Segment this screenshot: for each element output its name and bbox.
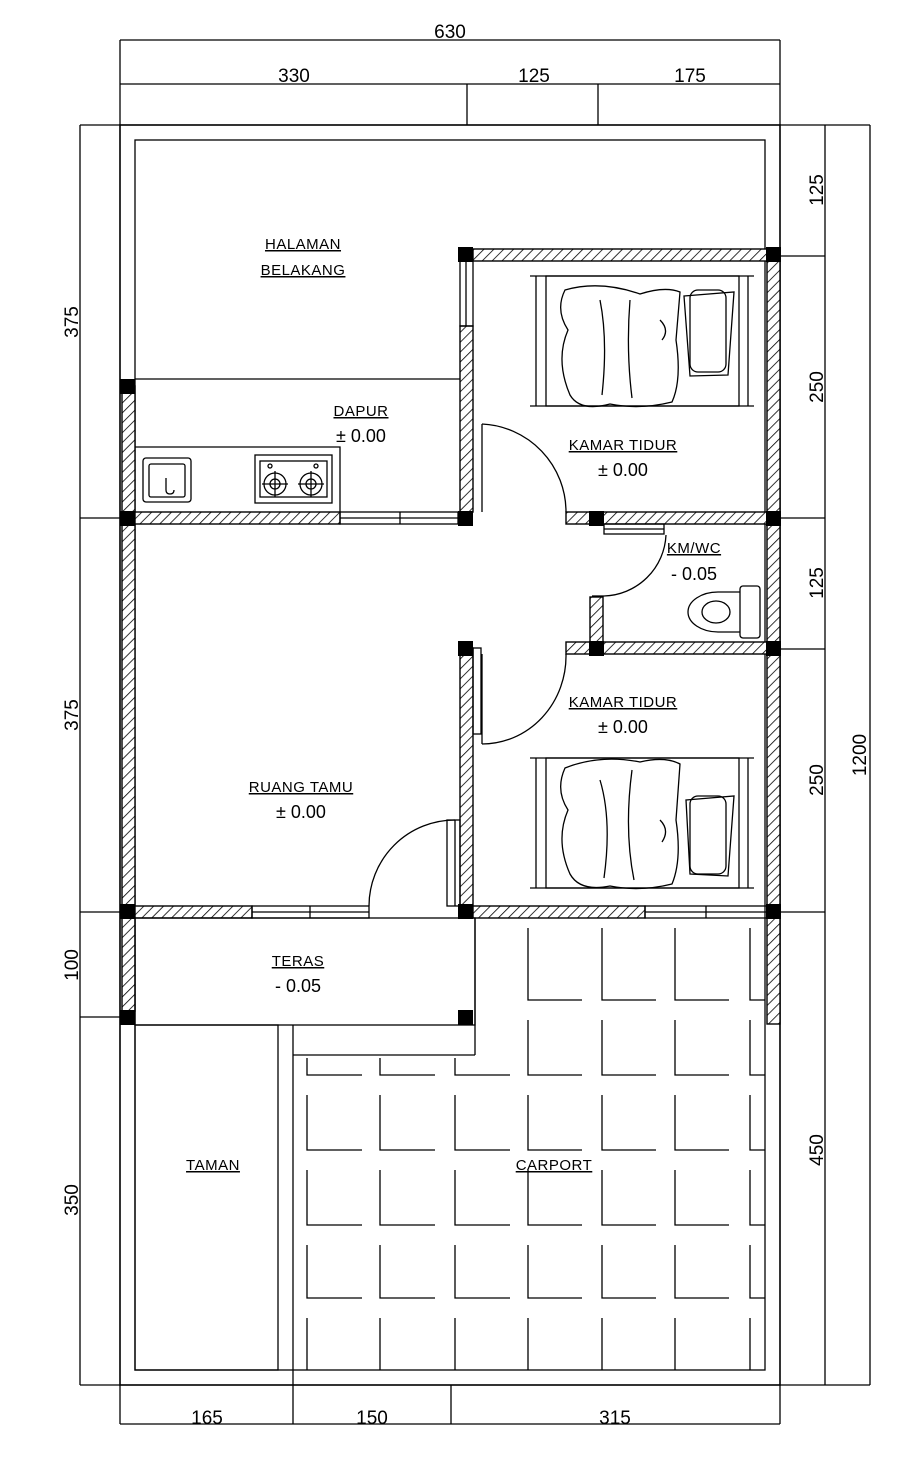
- site-boundary: [119, 124, 781, 1386]
- bed-icon: [530, 275, 754, 408]
- elev-kamar-tidur-1: ± 0.00: [598, 460, 648, 480]
- dim-top-1: 330: [278, 66, 310, 87]
- dim-right-total: 1200: [850, 734, 871, 776]
- dim-bottom-3: 315: [599, 1408, 631, 1429]
- elev-ruang-tamu: ± 0.00: [276, 802, 326, 822]
- elev-kmwc: - 0.05: [671, 564, 717, 584]
- garden-area: [134, 1024, 279, 1371]
- dim-left-4: 350: [62, 1184, 83, 1216]
- dim-bottom-1: 165: [191, 1408, 223, 1429]
- dim-bottom-2: 150: [356, 1408, 388, 1429]
- dim-right-1: 125: [807, 174, 828, 206]
- label-taman: TAMAN: [186, 1157, 240, 1174]
- dim-right-3: 125: [807, 567, 828, 599]
- label-ruang-tamu: RUANG TAMU: [249, 779, 353, 796]
- doors: [368, 423, 667, 907]
- label-kamar-tidur-2: KAMAR TIDUR: [569, 694, 678, 711]
- label-carport: CARPORT: [516, 1157, 593, 1174]
- dim-right-5: 450: [807, 1134, 828, 1166]
- label-belakang: BELAKANG: [261, 262, 346, 279]
- dim-left-3: 100: [62, 949, 83, 981]
- elev-dapur: ± 0.00: [336, 426, 386, 446]
- walls: [121, 248, 781, 1026]
- dim-left-2: 375: [62, 699, 83, 731]
- toilet-icon: [687, 585, 761, 639]
- label-kmwc: KM/WC: [667, 540, 721, 557]
- structural-columns: [120, 247, 781, 1025]
- dimension-labels: 630 330 125 175 165 150 315 375 375 100 …: [62, 22, 871, 1429]
- label-dapur: DAPUR: [333, 403, 388, 420]
- sink-icon: [142, 457, 192, 503]
- dim-top-3: 175: [674, 66, 706, 87]
- room-labels: HALAMAN BELAKANG DAPUR ± 0.00 KAMAR TIDU…: [186, 236, 721, 1174]
- dim-right-4: 250: [807, 764, 828, 796]
- label-teras: TERAS: [272, 953, 325, 970]
- label-kamar-tidur-1: KAMAR TIDUR: [569, 437, 678, 454]
- elev-kamar-tidur-2: ± 0.00: [598, 717, 648, 737]
- elev-teras: - 0.05: [275, 976, 321, 996]
- carport-floor-pattern: [292, 918, 765, 1385]
- bed-icon: [530, 757, 754, 890]
- dim-top-2: 125: [518, 66, 550, 87]
- stove-icon: [254, 454, 333, 504]
- dim-top-total: 630: [434, 22, 466, 43]
- dim-right-2: 250: [807, 371, 828, 403]
- kitchen-counter: [135, 378, 460, 512]
- dimension-lines: [79, 39, 871, 1425]
- label-halaman: HALAMAN: [265, 236, 341, 253]
- dim-left-1: 375: [62, 306, 83, 338]
